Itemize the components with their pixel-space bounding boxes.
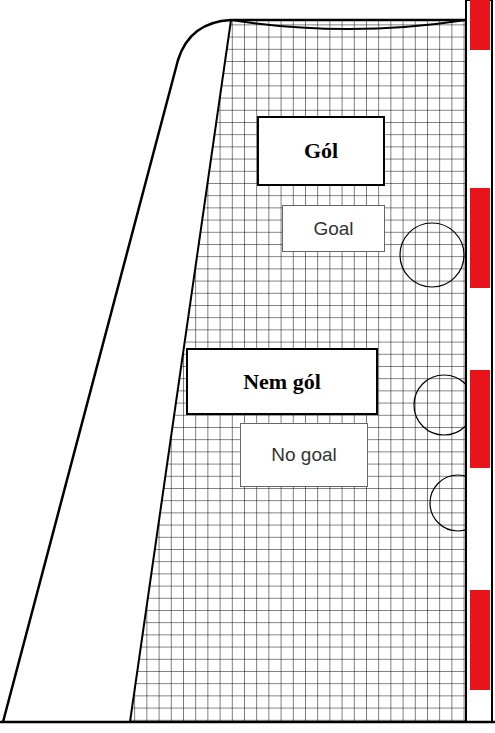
net-top	[231, 20, 466, 29]
label-text: Nem gól	[243, 369, 321, 395]
goal-net	[130, 20, 466, 722]
post-stripe	[470, 0, 490, 50]
label-box: Nem gól	[186, 348, 378, 415]
label-box: Goal	[282, 205, 385, 252]
ball	[400, 223, 464, 287]
crossbar	[231, 19, 466, 22]
goal-line	[0, 721, 495, 724]
label-box: No goal	[240, 423, 368, 487]
post-stripe	[470, 188, 490, 288]
label-text: Goal	[313, 218, 353, 240]
goal-post	[466, 0, 492, 722]
label-box: Gól	[257, 116, 385, 186]
label-text: Gól	[304, 138, 338, 164]
post-stripe	[470, 590, 490, 690]
post-stripe	[470, 370, 490, 468]
label-text: No goal	[271, 444, 337, 466]
